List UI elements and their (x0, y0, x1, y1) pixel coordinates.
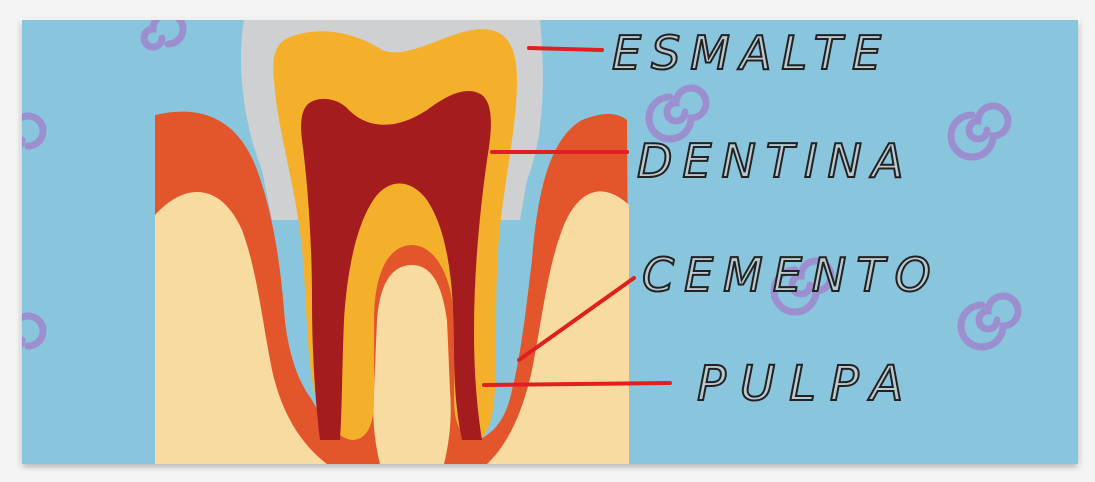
spiral-icon (144, 20, 183, 47)
spiral-icon (649, 88, 706, 139)
bone (373, 265, 451, 464)
spiral-icon (961, 296, 1018, 347)
tooth-diagram (22, 20, 1078, 464)
label-cemento: CEMENTO (642, 252, 941, 298)
label-pulpa: PULPA (697, 360, 917, 408)
spiral-icon (951, 106, 1008, 157)
spiral-icon (22, 116, 43, 149)
spiral-icon (22, 316, 43, 349)
label-esmalte: ESMALTE (612, 30, 891, 76)
esmalte-pointer (529, 48, 602, 50)
pulpa-pointer (484, 383, 670, 385)
tooth-diagram-panel: ESMALTE DENTINA CEMENTO PULPA (22, 20, 1078, 464)
label-dentina: DENTINA (637, 138, 913, 184)
